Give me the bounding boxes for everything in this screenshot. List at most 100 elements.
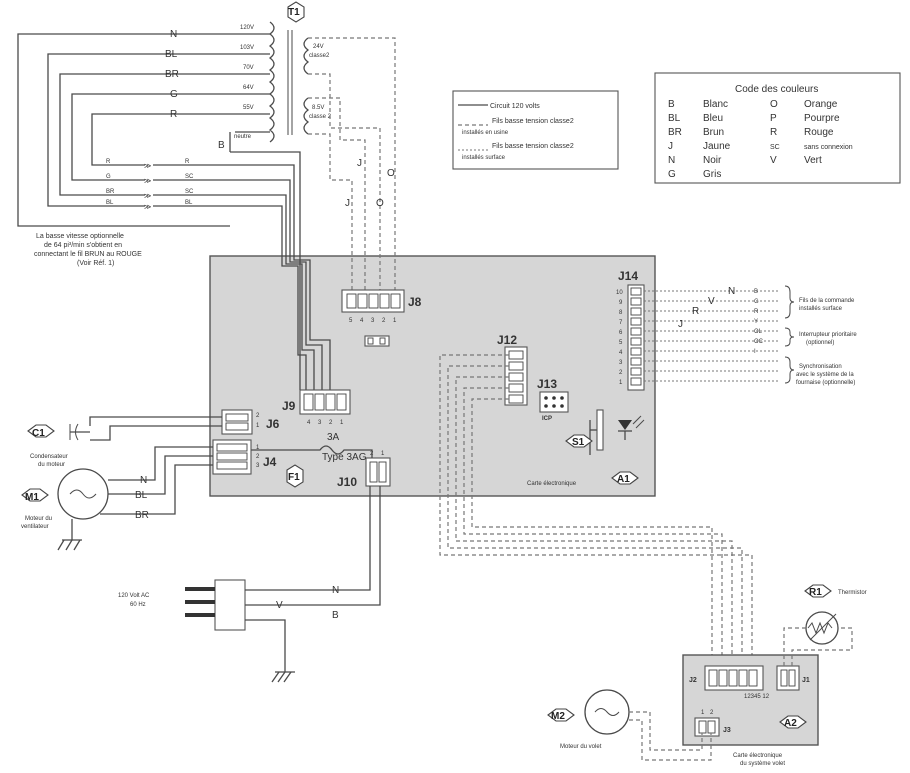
j14-pin-5: 5 (619, 340, 623, 346)
label-j4: J4 (263, 455, 277, 469)
j14-pin-7: 7 (619, 320, 623, 326)
cc-name-gris: Gris (703, 169, 721, 180)
ref-t1: T1 (288, 7, 300, 18)
cc-name-noir: Noir (703, 155, 722, 166)
wire-label-j1: J (357, 158, 362, 169)
j14-pin-6: 6 (619, 330, 623, 336)
r1-desc: Thermistor (838, 590, 867, 596)
label-j9: J9 (282, 399, 296, 413)
wire-label-bl: BL (165, 49, 178, 60)
carte-a1-label: Carte électronique (527, 481, 577, 487)
tap-55v: 55V (243, 105, 254, 111)
legend-surface-1: Fils basse tension classe2 (492, 143, 574, 150)
interrupteur-2: (optionnel) (806, 340, 834, 346)
wire-label-o2: O (376, 198, 384, 209)
fils-commande-2: installés surface (799, 306, 843, 312)
j14-term-b: B (754, 289, 758, 295)
m1-wire-bl: BL (135, 490, 148, 501)
j8-pin-2: 2 (382, 318, 386, 324)
c1-desc-1: Condensateur (30, 454, 68, 460)
svg-text:≫: ≫ (144, 204, 151, 211)
j14-pin-1: 1 (619, 380, 623, 386)
wire-br-left: BR (106, 189, 115, 195)
j4-pin-2: 2 (256, 454, 260, 460)
wire-r-right: R (185, 159, 190, 165)
cc-abbr-p: P (770, 113, 777, 124)
wire-label-br: BR (165, 69, 179, 80)
j13-icp: ICP (542, 416, 552, 422)
note-line-3: connectant le fil BRUN au ROUGE (34, 251, 142, 258)
j10-pin-1: 1 (381, 451, 385, 457)
cc-name-orange: Orange (804, 99, 838, 110)
sec2-voltage: 8.5V (312, 105, 324, 111)
connector-j10 (365, 457, 391, 487)
tap-neutre: neutre (234, 134, 252, 140)
j2-j1-pins: 12345 12 (744, 694, 770, 700)
j9-pin-3: 3 (318, 420, 322, 426)
label-j8: J8 (408, 295, 422, 309)
j14-term-ol: OL (754, 329, 763, 335)
c1-desc-2: du moteur (38, 462, 65, 468)
ref-c1: C1 (32, 428, 45, 439)
j14-term-oc: OC (754, 339, 764, 345)
carte-a2-1: Carte électronique (733, 753, 783, 759)
ref-m1: M1 (25, 492, 39, 503)
connector-j6 (221, 409, 253, 435)
note-line-2: de 64 pi³/min s'obtient en (44, 242, 122, 249)
ref-hex-c1 (27, 424, 55, 438)
cc-abbr-b: B (668, 99, 675, 110)
j14-wire-v: V (708, 296, 715, 307)
cc-abbr-n: N (668, 155, 675, 166)
cc-name-jaune: Jaune (703, 141, 731, 152)
motor-m1 (57, 446, 213, 551)
j8-pin-1: 1 (393, 318, 397, 324)
j4-pin-1: 1 (256, 445, 260, 451)
j14-field-wires (644, 285, 795, 384)
connector-j3 (694, 717, 720, 737)
j8-pin-4: 4 (360, 318, 364, 324)
led-indicator-icon (618, 415, 645, 440)
ref-m2: M2 (551, 711, 565, 722)
sec1-class: classe2 (309, 53, 330, 59)
j9-pin-2: 2 (329, 420, 333, 426)
j12-to-a2-wires (439, 354, 753, 683)
plug-wire-b: B (332, 610, 339, 621)
ref-hex-t1 (287, 1, 305, 23)
wire-bl-right: BL (185, 200, 193, 206)
j3-pin-2: 2 (710, 710, 714, 716)
sec1-voltage: 24V (313, 44, 324, 50)
color-code-box (654, 72, 901, 184)
wire-label-r: R (170, 109, 177, 120)
tap-103v: 103V (240, 45, 254, 51)
wire-sc-1: SC (185, 174, 194, 180)
m2-desc: Moteur du volet (560, 744, 602, 750)
label-j14: J14 (618, 269, 638, 283)
motor-m2 (584, 689, 712, 761)
label-j1: J1 (802, 677, 810, 684)
connector-j13 (539, 391, 569, 413)
j14-wire-n: N (728, 286, 735, 297)
legend-surface-2: installés surface (462, 155, 506, 161)
capacitor-c1 (69, 416, 222, 441)
ref-hex-f1 (286, 464, 304, 488)
cc-abbr-v: V (770, 155, 777, 166)
cc-name-bleu: Bleu (703, 113, 723, 124)
ref-hex-a2 (779, 715, 807, 729)
label-j12: J12 (497, 333, 517, 347)
cc-name-blanc: Blanc (703, 99, 728, 110)
tap-120v: 120V (240, 25, 254, 31)
svg-text:≫: ≫ (144, 193, 151, 200)
ref-hex-r1 (804, 584, 832, 598)
plug-wire-n: N (332, 585, 339, 596)
j14-term-y: Y (754, 319, 758, 325)
ref-hex-m2 (547, 708, 575, 722)
connector-j4 (212, 439, 252, 475)
j6-pin-2: 2 (256, 413, 260, 419)
j9-pin-1: 1 (340, 420, 344, 426)
plug-voltage: 120 Volt AC (118, 593, 150, 599)
j14-term-i: I (754, 349, 756, 355)
wire-label-b-neutral: B (218, 140, 225, 151)
ref-f1: F1 (288, 472, 300, 483)
wire-label-g: G (170, 89, 178, 100)
